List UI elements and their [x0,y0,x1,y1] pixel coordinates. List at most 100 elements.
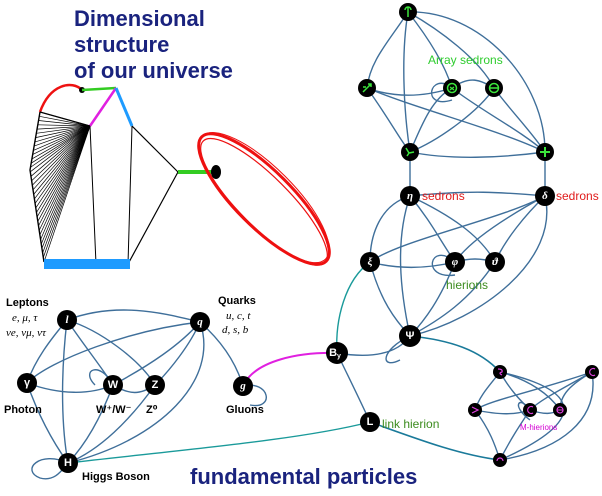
higgs-node: H [58,453,78,473]
hatch-line [42,125,91,258]
m-hierion-glyph-icon [585,365,599,379]
hatch-line [37,124,91,127]
leptons-row-2: νe, νμ, ντ [6,327,47,339]
hatch-line [36,125,91,213]
hatch-line [43,125,91,263]
hatch-line [39,115,91,127]
svg-text:H: H [64,457,72,469]
blue-top-segment [114,87,134,127]
array-sedrons-label: Array sedrons [428,53,503,67]
hatch-line [31,125,91,164]
hatch-line [32,125,91,191]
svg-text:Z: Z [152,379,159,391]
left-outline [29,111,45,263]
green-top-segment [81,86,117,92]
sedron-glyph-icon [443,79,461,97]
network-labels: Array sedrons sedrons sedrons hierions l… [4,53,599,489]
m-hierion-glyph-icon [523,403,537,417]
magenta-segment [88,87,118,127]
title-line-3: of our universe [74,58,233,83]
hatch-line [40,125,91,240]
sedron-glyph-icon [358,79,376,97]
red-arc [38,83,83,113]
blue-band [44,259,130,269]
hatch-line [39,125,91,236]
eta-node: η [400,186,420,206]
sedrons-left-label: sedrons [422,189,465,203]
z-boson-label: Z⁰ [146,404,158,416]
svg-text:η: η [407,190,413,202]
hatch-line [33,125,91,151]
svg-text:q: q [197,316,203,328]
leptons-heading: Leptons [6,297,49,309]
m-hierion-glyph-icon [553,403,567,417]
dimensional-structure-figure [29,83,331,269]
hatch-line [32,125,91,155]
z-node: Z [145,375,165,395]
svg-text:g: g [239,380,246,392]
inner-line-3 [131,125,179,173]
link-node: L [360,412,380,432]
delta-node: δ [535,186,555,206]
svg-text:ξ: ξ [368,256,373,268]
theta-node: ϑ [485,252,505,272]
hatch-line [31,125,91,160]
svg-text:δ: δ [542,190,548,202]
hatch-line [35,125,91,209]
hatch-line [30,125,91,177]
hatch-line [34,125,91,143]
m-hierion-nodes [468,365,599,467]
hatch-line [37,125,91,130]
svg-text:φ: φ [452,256,459,268]
hatch-line [38,125,91,231]
sedron-glyph-icon [536,143,554,161]
psi-node: Ψ [399,325,421,347]
gluon-node: g [233,376,253,396]
hatch-line [30,125,91,168]
svg-text:γ: γ [24,377,31,389]
sedron-glyph-icon [401,143,419,161]
xi-node: ξ [360,252,380,272]
m-hierion-glyph-icon [468,403,482,417]
m-hierions-label: M-hierions [520,423,557,432]
title-line-1: Dimensional [74,6,205,31]
hatched-fan [30,111,91,263]
inner-line-2 [127,125,133,265]
footer-title: fundamental particles [190,464,417,489]
hatch-line [38,125,91,227]
ellipse-dot [211,165,221,179]
higgs-label: Higgs Boson [82,471,150,483]
hatch-line [35,125,91,138]
particle-nodes: l q γ W Z g H [17,310,253,473]
hatch-line [36,125,91,218]
photon-node: γ [17,373,37,393]
hatch-line [40,125,91,245]
hatch-line [42,125,91,254]
hatch-line [32,125,91,186]
quarks-row-1: u, c, t [226,310,251,322]
m-hierion-glyph-icon [493,453,507,467]
hatch-line [30,125,91,173]
hatch-line [33,125,91,195]
quarks-row-2: d, s, b [222,324,249,336]
hierarchy-nodes: η δ ξ φ ϑ Ψ By L [326,186,555,432]
hierions-label: hierions [446,278,488,292]
m-hierion-glyph-icon [493,365,507,379]
inner-line-4 [127,171,179,265]
svg-text:Ψ: Ψ [406,330,415,342]
hatch-line [37,125,91,222]
hatch-line [33,125,91,147]
w-bosons-label: W⁺/W⁻ [96,404,132,416]
hatch-line [31,125,91,182]
svg-text:L: L [367,416,374,428]
phi-node: φ [445,252,465,272]
photon-label: Photon [4,404,42,416]
sedron-glyph-icon [399,3,417,21]
sedron-glyph-icon [485,79,503,97]
sedrons-right-label: sedrons [556,189,599,203]
hatch-line [38,120,91,127]
w-node: W [103,375,123,395]
quark-node: q [190,312,210,332]
hatch-line [34,125,91,204]
